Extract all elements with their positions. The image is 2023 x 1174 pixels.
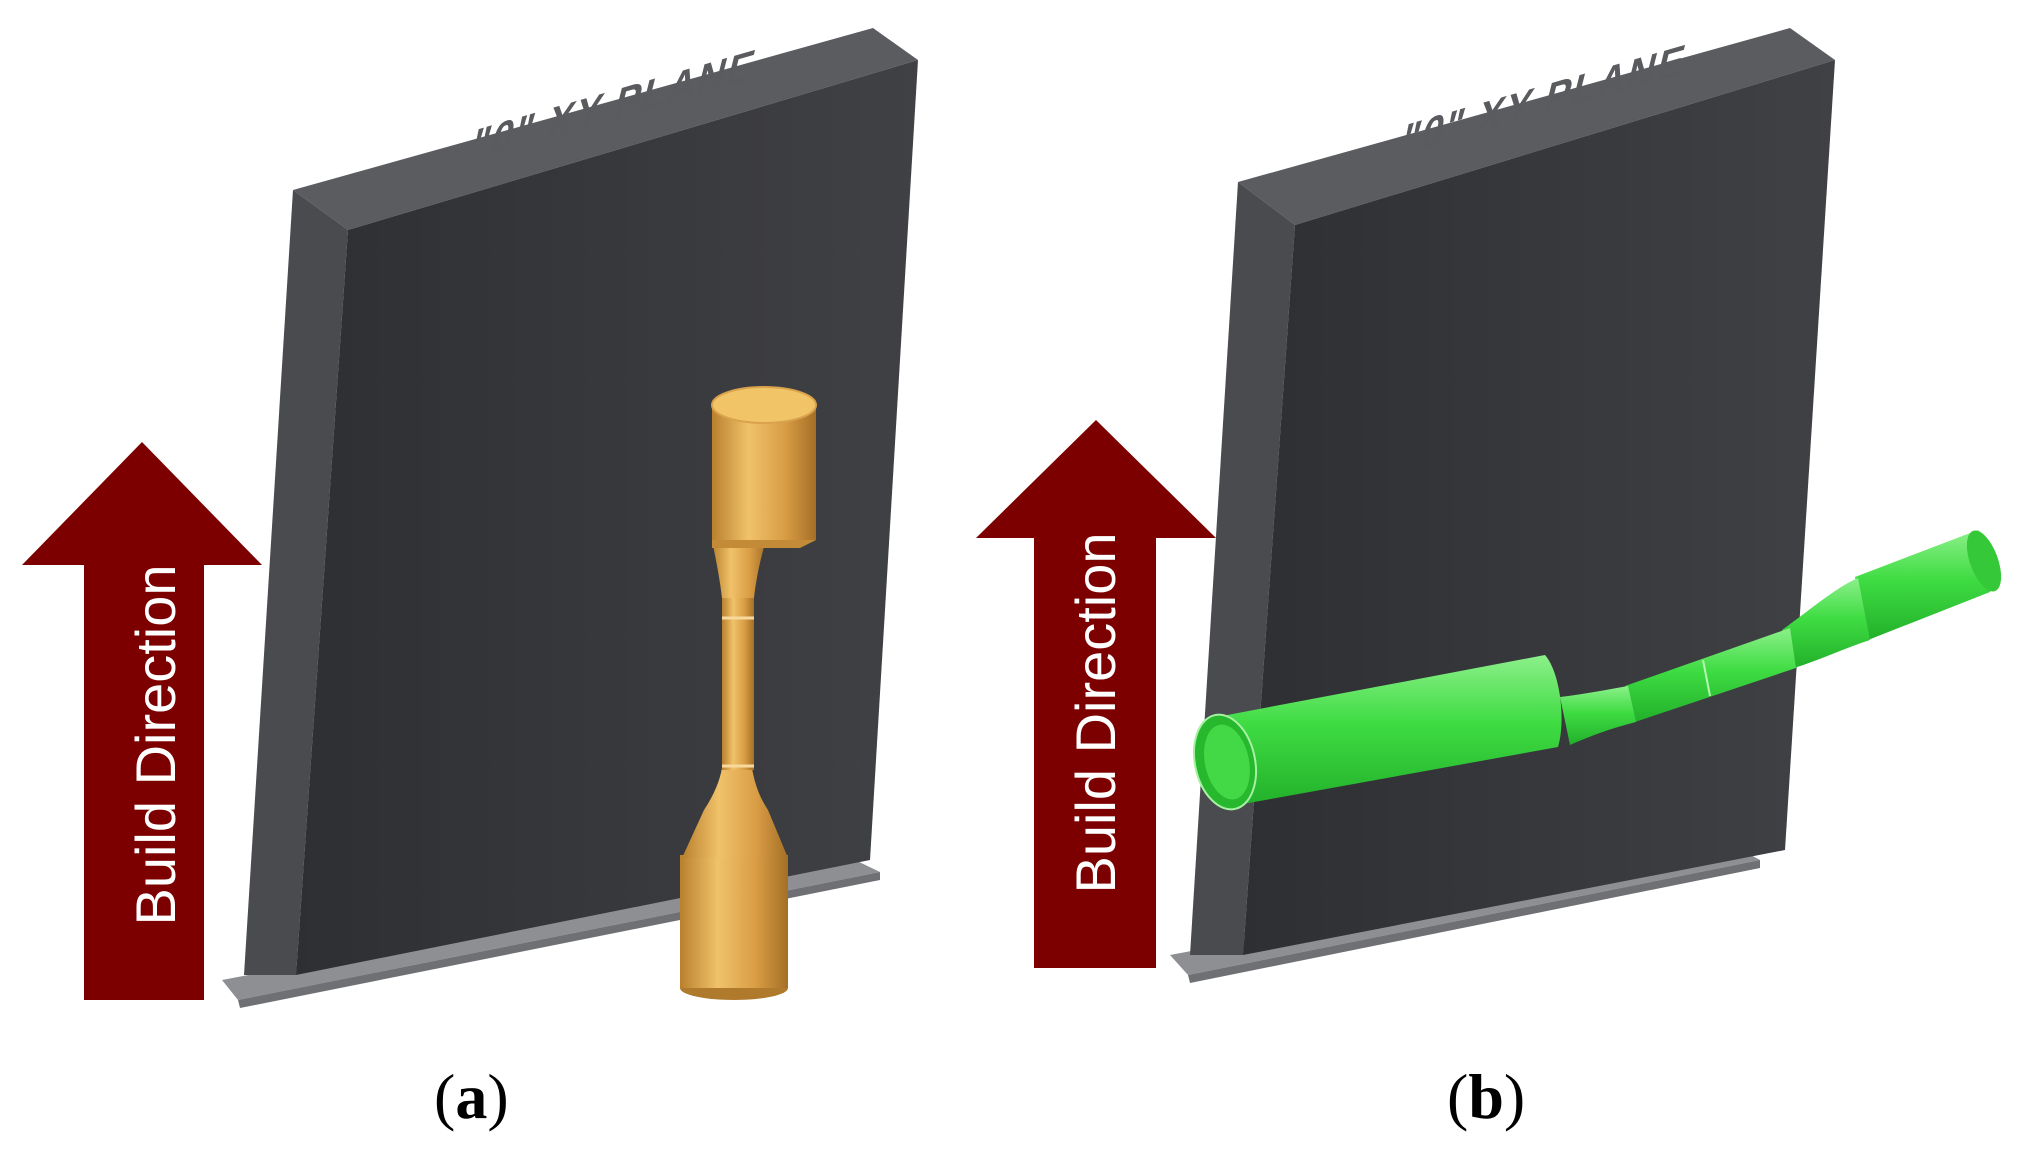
build-direction-label: Build Direction	[1064, 532, 1127, 893]
plate-top	[293, 28, 918, 230]
caption-a-letter: a	[455, 1061, 488, 1132]
panel-b: "0" XY PLANE Build Direction	[960, 0, 2023, 1174]
plate-front	[296, 60, 918, 975]
horizontal-specimen	[1193, 530, 2002, 811]
caption-b: (b)	[1447, 1060, 1525, 1134]
plate-top	[1238, 28, 1835, 225]
caption-b-open: (	[1447, 1061, 1469, 1132]
caption-a: (a)	[434, 1060, 509, 1134]
vertical-specimen	[680, 386, 817, 1000]
caption-b-letter: b	[1468, 1061, 1504, 1132]
caption-a-close: )	[487, 1061, 509, 1132]
caption-b-close: )	[1503, 1061, 1526, 1132]
panel-b-figure: "0" XY PLANE Build Direction	[976, 28, 2002, 983]
build-plate-base-edge	[1188, 860, 1760, 983]
build-direction-label: Build Direction	[124, 564, 187, 925]
panel-a-figure: "0" XY PLANE Build Direction	[22, 28, 918, 1008]
plate-side	[244, 190, 348, 975]
panel-a: "0" XY PLANE Build Direction	[0, 0, 1000, 1174]
caption-a-open: (	[434, 1061, 456, 1132]
build-direction-arrow	[976, 420, 1216, 968]
build-direction-arrow	[22, 442, 262, 1000]
